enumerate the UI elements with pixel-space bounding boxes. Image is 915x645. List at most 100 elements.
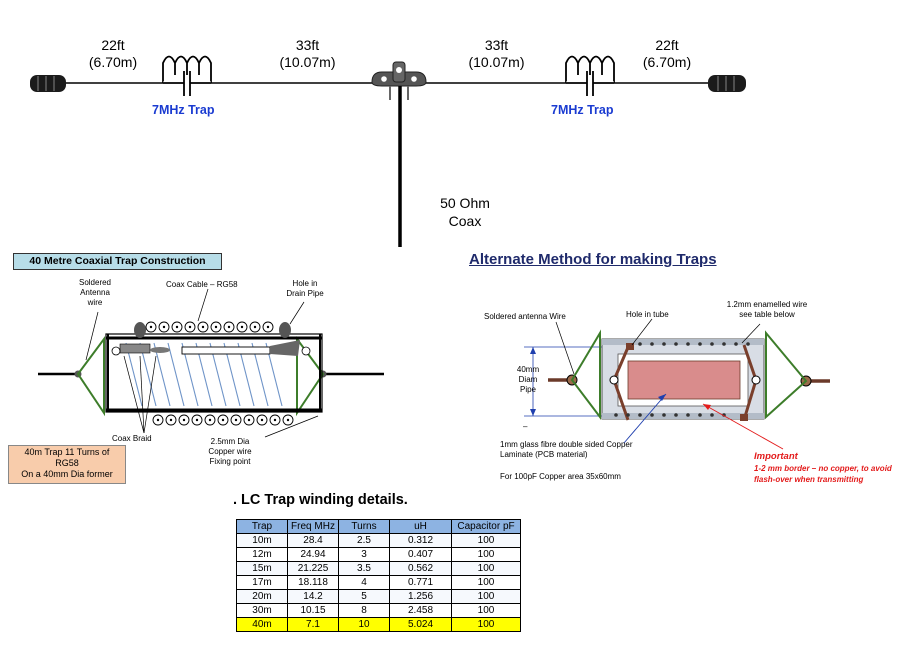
left-trap-label: 7MHz Trap — [152, 103, 215, 117]
table-cell: 28.4 — [287, 533, 339, 548]
note-line: RG58 — [55, 458, 79, 468]
coax-label: 50 Ohm Coax — [430, 194, 500, 230]
left-insulator-icon — [30, 75, 66, 92]
table-cell: 0.562 — [389, 561, 452, 576]
right-trap-label: 7MHz Trap — [551, 103, 614, 117]
length-ft: 22ft — [655, 37, 679, 53]
coax-braid-label: Coax Braid — [112, 434, 152, 443]
header-cell: Freq MHz — [287, 519, 339, 534]
label-line: 2.5mm Dia — [210, 437, 250, 446]
table-cell: 5.024 — [389, 617, 452, 632]
label-line: Hole in — [292, 279, 318, 288]
table-cell: 21.225 — [287, 561, 339, 576]
label-line: Antenna — [80, 288, 110, 297]
table-cell: 0.771 — [389, 575, 452, 590]
table-cell: 0.407 — [389, 547, 452, 562]
table-cell: 10.15 — [287, 603, 339, 618]
important-title: Important — [754, 451, 798, 462]
table-cell: 24.94 — [287, 547, 339, 562]
table-cell: 100 — [451, 575, 521, 590]
right-trap-icon — [565, 55, 615, 96]
coax-label-line: 50 Ohm — [440, 195, 490, 211]
length-ft: 33ft — [295, 37, 320, 53]
table-cell: 40m — [236, 617, 288, 632]
table-cell: 100 — [451, 603, 521, 618]
table-cell: 100 — [451, 561, 521, 576]
alt-method-title: Alternate Method for making Traps — [469, 251, 717, 268]
label-line: 1.2mm enamelled wire — [726, 300, 808, 309]
label-line: Diam — [518, 375, 538, 384]
centre-connector-icon — [371, 61, 427, 100]
coax-hole-label: Hole in Drain Pipe — [280, 279, 330, 299]
table-cell: 14.2 — [287, 589, 339, 604]
coax-label-line: Coax — [448, 213, 482, 229]
table-cell: 100 — [451, 617, 521, 632]
table-cell: 30m — [236, 603, 288, 618]
table-header-row: Trap Freq MHz Turns uH Capacitor pF — [236, 519, 521, 534]
table-cell: 17m — [236, 575, 288, 590]
table-cell: 1.256 — [389, 589, 452, 604]
length-m: (10.07m) — [279, 54, 336, 70]
left-trap-icon — [162, 55, 212, 96]
table-cell: 100 — [451, 533, 521, 548]
alt-area-label: For 100pF Copper area 35x60mm — [500, 472, 621, 481]
table-cell: 100 — [451, 589, 521, 604]
table-cell: 4 — [338, 575, 390, 590]
length-m: (10.07m) — [468, 54, 525, 70]
coax-soldered-label: Soldered Antenna wire — [70, 278, 120, 308]
length-ft: 22ft — [101, 37, 125, 53]
note-line: On a 40mm Dia former — [21, 469, 113, 479]
header-cell: uH — [389, 519, 452, 534]
length-ft: 33ft — [484, 37, 509, 53]
label-line: Drain Pipe — [286, 289, 324, 298]
label-line: 40mm — [516, 365, 540, 374]
table-cell: 2.458 — [389, 603, 452, 618]
label-line: Pipe — [519, 385, 536, 394]
table-cell: 100 — [451, 547, 521, 562]
label-line: Copper wire — [208, 447, 252, 456]
coax-trap-title: 40 Metre Coaxial Trap Construction — [13, 253, 222, 270]
alt-trap-drawing — [524, 318, 830, 450]
right-insulator-icon — [708, 75, 746, 92]
alt-diam-label: 40mm Diam Pipe — [510, 365, 546, 395]
label-line: 1-2 mm border – no copper, to avoid — [754, 464, 892, 473]
label-line: flash-over when transmitting — [754, 475, 864, 484]
alt-laminate-label: 1mm glass fibre double sided Copper Lami… — [500, 440, 633, 460]
left-outer-length: 22ft (6.70m) — [78, 37, 148, 71]
table-cell: 20m — [236, 589, 288, 604]
label-line: Laminate (PCB material) — [500, 450, 588, 459]
trap-note-box: 40m Trap 11 Turns of RG58 On a 40mm Dia … — [8, 445, 126, 484]
coax-trap-drawing — [38, 288, 384, 438]
copper-wire-label: 2.5mm Dia Copper wire Fixing point — [200, 437, 260, 467]
table-cell: 0.312 — [389, 533, 452, 548]
lc-table-title: . LC Trap winding details. — [233, 492, 408, 508]
header-cell: Turns — [338, 519, 390, 534]
label-line: Fixing point — [209, 457, 251, 466]
table-cell: 2.5 — [338, 533, 390, 548]
label-line: see table below — [739, 310, 795, 319]
note-line: 40m Trap 11 Turns of — [24, 447, 110, 457]
right-outer-length: 22ft (6.70m) — [632, 37, 702, 71]
length-m: (6.70m) — [88, 54, 138, 70]
right-inner-length: 33ft (10.07m) — [459, 37, 534, 71]
table-cell: 3.5 — [338, 561, 390, 576]
alt-soldered-label: Soldered antenna Wire — [484, 312, 566, 321]
table-cell: 18.118 — [287, 575, 339, 590]
important-text: 1-2 mm border – no copper, to avoid flas… — [754, 463, 892, 485]
length-m: (6.70m) — [642, 54, 692, 70]
header-cell: Trap — [236, 519, 288, 534]
table-cell: 15m — [236, 561, 288, 576]
table-cell: 3 — [338, 547, 390, 562]
alt-dash: – — [523, 422, 528, 431]
left-inner-length: 33ft (10.07m) — [270, 37, 345, 71]
table-cell: 10 — [338, 617, 390, 632]
